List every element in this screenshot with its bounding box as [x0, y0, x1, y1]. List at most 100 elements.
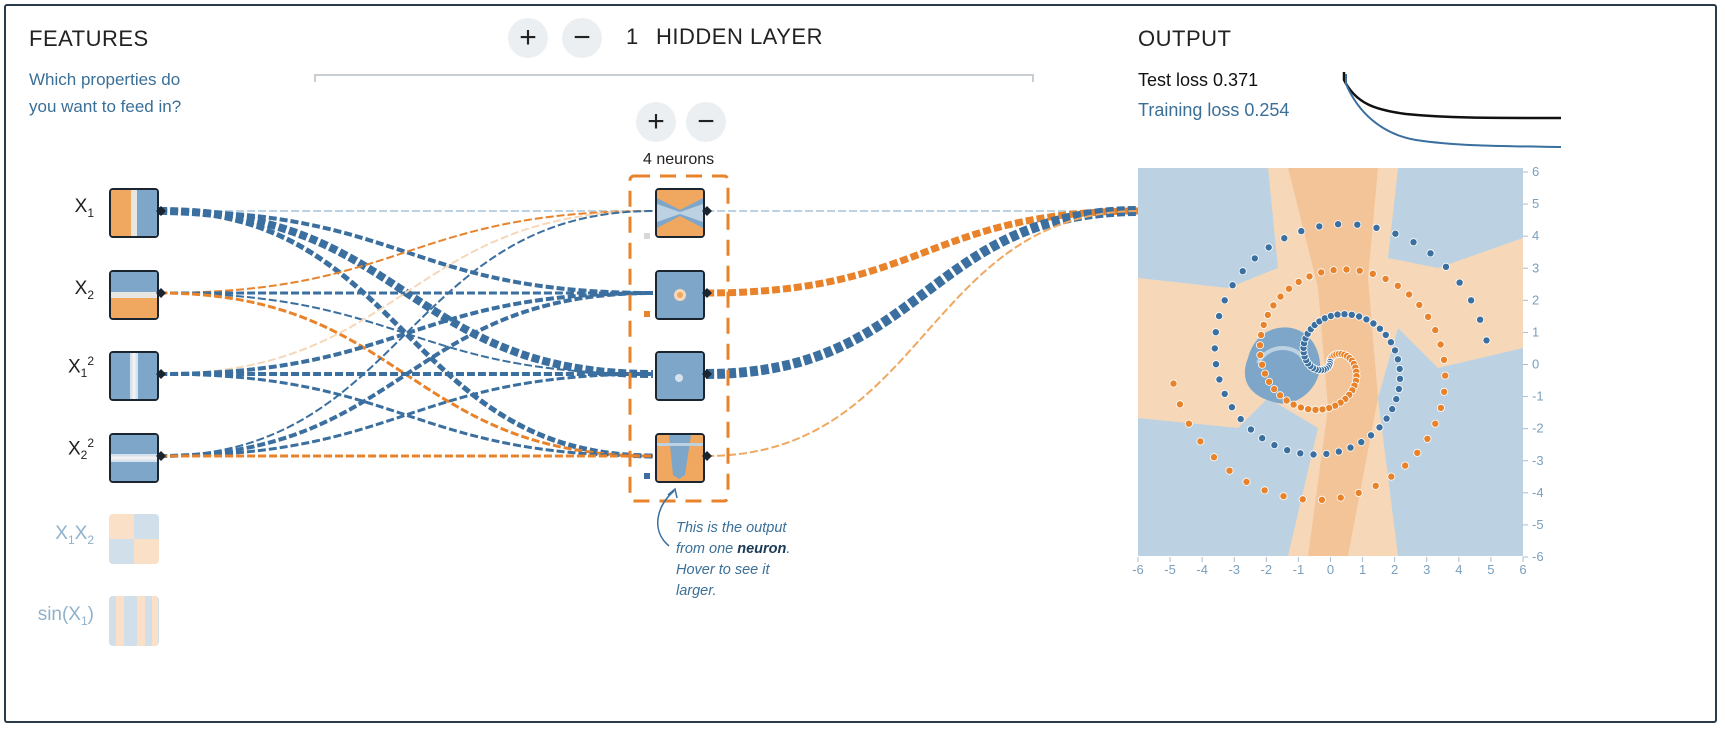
orange-data-point — [1289, 400, 1298, 409]
hidden-neuron-2[interactable] — [655, 270, 705, 320]
y-tick-label: 2 — [1532, 292, 1539, 307]
blue-data-point — [1372, 223, 1381, 232]
remove-neuron-button[interactable]: − — [686, 102, 726, 142]
add-neuron-button[interactable]: + — [636, 102, 676, 142]
hidden-neuron-3[interactable] — [655, 351, 705, 401]
y-tick-label: -3 — [1532, 453, 1544, 468]
blue-data-point — [1211, 328, 1220, 337]
neuron-count-label: 4 neurons — [643, 151, 715, 168]
neuron-4-output-marker — [702, 451, 712, 461]
test-loss: Test loss 0.371 — [1138, 70, 1259, 90]
orange-data-point — [1282, 396, 1291, 405]
orange-data-point — [1276, 292, 1285, 301]
watermark: 掘金技术社区 @ 布客飞龙 — [1290, 630, 1522, 652]
orange-data-point — [1401, 461, 1410, 470]
orange-data-point — [1284, 284, 1293, 293]
feature-node-sin-x1[interactable] — [109, 596, 159, 646]
blue-data-point — [1322, 449, 1331, 458]
test-loss-curve — [1342, 72, 1562, 120]
playground-panel: FEATURES Which properties do you want to… — [4, 4, 1717, 723]
feature-x1x2-heatmap — [109, 514, 159, 564]
orange-data-point — [1440, 387, 1449, 396]
bias-marker — [644, 473, 650, 479]
blue-data-point — [1334, 220, 1343, 229]
x-tick-label: 4 — [1455, 562, 1462, 577]
orange-data-point — [1298, 495, 1307, 504]
orange-data-point — [1342, 265, 1351, 274]
x-tick-label: -2 — [1261, 562, 1273, 577]
orange-data-point — [1265, 377, 1274, 386]
link-x1sq-n4 — [158, 372, 654, 458]
neuron-3-output-marker — [702, 369, 712, 379]
feature-label-x2-squared: X22 — [67, 436, 94, 463]
link-n3-out — [705, 206, 1141, 379]
neuron-1-heatmap — [657, 190, 703, 236]
y-tick-label: 5 — [1532, 196, 1539, 211]
y-tick-label: 1 — [1532, 324, 1539, 339]
orange-data-point — [1355, 266, 1364, 275]
neuron-1-output-marker — [702, 206, 712, 216]
neuron-2-heatmap — [657, 272, 703, 318]
plot-orange-core — [1308, 278, 1378, 556]
add-layer-button[interactable]: + — [508, 18, 548, 58]
remove-layer-button[interactable]: − — [562, 18, 602, 58]
blue-data-point — [1258, 434, 1267, 443]
link-n4-out — [705, 210, 1141, 457]
blue-data-point — [1386, 338, 1395, 347]
blue-data-point — [1455, 278, 1464, 287]
blue-data-point — [1212, 360, 1221, 369]
y-tick-label: 4 — [1532, 228, 1539, 243]
orange-data-point — [1256, 341, 1265, 350]
orange-data-point — [1296, 403, 1305, 412]
blue-data-point — [1220, 296, 1229, 305]
blue-data-point — [1238, 267, 1247, 276]
orange-data-point — [1393, 281, 1402, 290]
orange-data-point — [1259, 320, 1268, 329]
feature-label-x2: X2 — [74, 278, 94, 302]
x-tick-label: 2 — [1391, 562, 1398, 577]
orange-data-point — [1263, 310, 1272, 319]
orange-data-point — [1424, 312, 1433, 321]
feature-node-x2-squared[interactable] — [109, 433, 159, 483]
orange-data-point — [1269, 301, 1278, 310]
blue-data-point — [1441, 262, 1450, 271]
blue-data-point — [1296, 449, 1305, 458]
link-x2sq-n2 — [158, 291, 654, 458]
x-tick-label: -6 — [1132, 562, 1144, 577]
blue-data-point — [1362, 315, 1371, 324]
feature-node-x1-squared[interactable] — [109, 351, 159, 401]
x-tick-label: 3 — [1423, 562, 1430, 577]
bias-marker — [644, 233, 650, 239]
hidden-neuron-4[interactable] — [655, 433, 705, 483]
orange-data-point — [1368, 269, 1377, 278]
orange-data-point — [1336, 493, 1345, 502]
x-tick-label: -3 — [1228, 562, 1240, 577]
link-x1-n2 — [158, 209, 654, 295]
orange-data-point — [1413, 448, 1422, 457]
orange-data-point — [1196, 437, 1205, 446]
orange-data-point — [1387, 472, 1396, 481]
orange-data-point — [1258, 360, 1267, 369]
feature-x2sq-output-marker — [156, 451, 166, 461]
blue-data-point — [1346, 443, 1355, 452]
feature-x2-output-marker — [156, 288, 166, 298]
blue-data-point — [1375, 324, 1384, 333]
blue-data-point — [1334, 447, 1343, 456]
blue-data-point — [1391, 229, 1400, 238]
feature-node-x2[interactable] — [109, 270, 159, 320]
feature-label-x1-squared: X12 — [67, 354, 94, 381]
blue-data-point — [1381, 330, 1390, 339]
x-tick-label: -4 — [1196, 562, 1208, 577]
blue-data-point — [1228, 281, 1237, 290]
hidden-neuron-1[interactable] — [655, 188, 705, 238]
orange-data-point — [1270, 385, 1279, 394]
blue-data-point — [1246, 425, 1255, 434]
orange-data-point — [1441, 371, 1450, 380]
orange-data-point — [1317, 268, 1326, 277]
y-tick-label: 0 — [1532, 357, 1539, 372]
output-title: OUTPUT — [1138, 26, 1232, 51]
feature-node-x1x2[interactable] — [109, 514, 159, 564]
feature-x1-heatmap — [111, 190, 157, 236]
blue-data-point — [1366, 431, 1375, 440]
